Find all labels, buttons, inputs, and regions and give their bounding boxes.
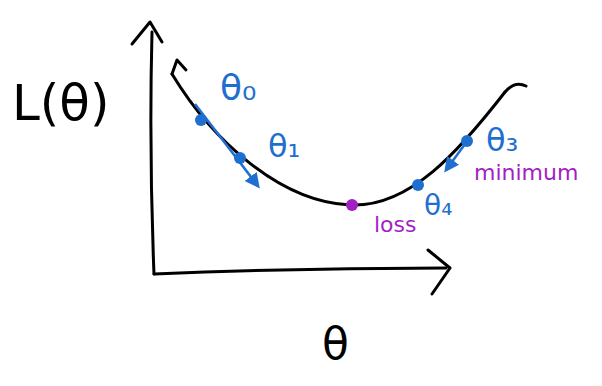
parameter-point [461, 135, 473, 147]
curve-hook [172, 60, 186, 74]
x-axis-arrowhead [428, 250, 450, 294]
minimum-point [346, 199, 358, 211]
minimum-label: loss [374, 214, 417, 236]
parameter-point [234, 152, 246, 164]
axis-label: L(θ) [12, 78, 109, 128]
parameter-label: θ₁ [268, 130, 300, 162]
curve-hook [505, 84, 526, 92]
parameter-label: θ₃ [486, 124, 518, 156]
axis-label: θ [322, 322, 349, 366]
minimum-label: minimum [474, 162, 578, 184]
y-axis [151, 32, 154, 274]
gradient-step-arrow [195, 104, 258, 186]
parameter-point [195, 114, 207, 126]
parameter-point [412, 179, 424, 191]
parameter-label: θ₀ [220, 70, 256, 106]
y-axis-arrowhead [132, 22, 162, 44]
parameter-label: θ₄ [424, 192, 452, 220]
x-axis [154, 268, 446, 274]
